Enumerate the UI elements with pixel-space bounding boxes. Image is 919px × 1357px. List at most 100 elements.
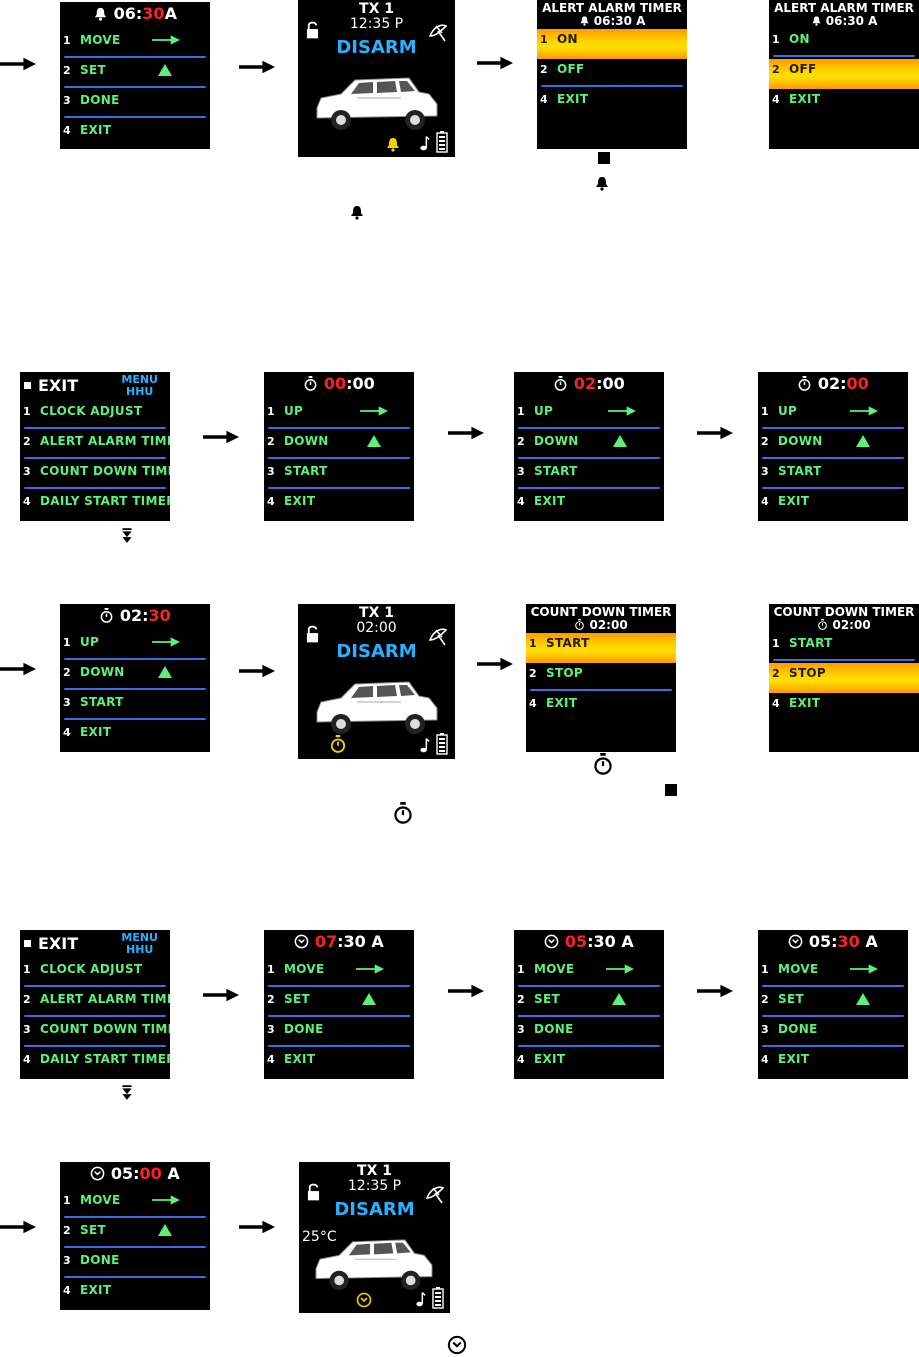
clock-time-header: 05:30 A [514,932,664,951]
flow-arrow-icon [202,986,240,1004]
clock-icon [294,934,309,949]
flow-arrow-icon [696,982,734,1000]
alert-title: ALERT ALARM TIMER 06:30 A [774,1,914,28]
alert-title: ALERT ALARM TIMER 06:30 A [542,1,682,28]
flow-arrow-icon [447,424,485,442]
stopwatch-icon [553,376,568,391]
up-triangle-icon [613,435,627,447]
right-arrow-icon [850,405,878,417]
bell-icon [385,136,401,152]
clock-icon [788,934,803,949]
stopwatch-icon [99,608,114,623]
menu-exit-label[interactable]: EXIT [38,376,79,395]
bell-icon [811,15,822,26]
flow-arrow-icon [476,655,514,673]
flow-arrow-icon [0,1218,36,1236]
menu-exit-label[interactable]: EXIT [38,934,79,953]
flow-arrow-icon [202,428,240,446]
right-arrow-icon [152,1194,180,1206]
clock-icon [544,934,559,949]
disarm-status: DISARM [336,641,417,662]
battery-icon [436,131,448,153]
right-arrow-icon [850,963,878,975]
countdown-time-header: 02:30 [60,606,210,625]
bell-icon [579,15,590,26]
clock-icon [90,1166,105,1181]
music-note-icon [419,134,430,152]
up-triangle-icon [856,435,870,447]
countdown-time-header: 02:00 [758,374,908,393]
lock-icon [306,624,319,644]
temperature-readout: 25°C [302,1229,337,1245]
right-arrow-icon [152,34,180,46]
disarm-status: DISARM [336,37,417,58]
right-arrow-icon [608,405,636,417]
